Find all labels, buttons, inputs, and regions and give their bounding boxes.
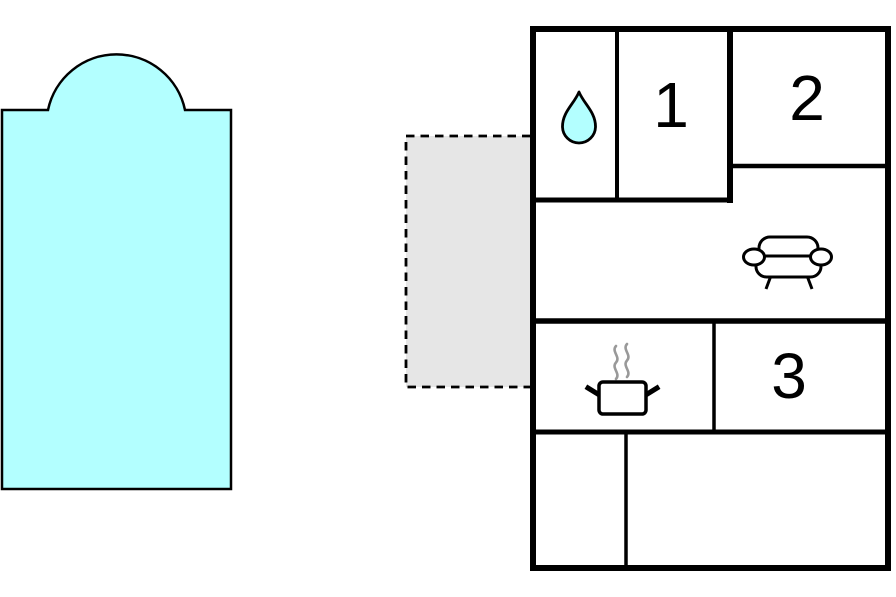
swimming-pool [0, 53, 233, 491]
cooking-pot-icon [584, 342, 661, 416]
sofa-armrest-right [809, 247, 833, 267]
bedroom2-label: 2 [789, 62, 825, 134]
terrace [404, 134, 534, 389]
bedroom3-label: 3 [771, 340, 807, 412]
sofa-armrest-left [742, 247, 766, 267]
steam-line-right [624, 342, 630, 379]
interior-walls [533, 29, 888, 568]
pot-body [597, 380, 648, 416]
bedroom1-label: 1 [653, 69, 689, 141]
steam-line-left [613, 344, 619, 381]
water-drop-icon [561, 90, 597, 145]
sofa-icon [742, 235, 833, 290]
